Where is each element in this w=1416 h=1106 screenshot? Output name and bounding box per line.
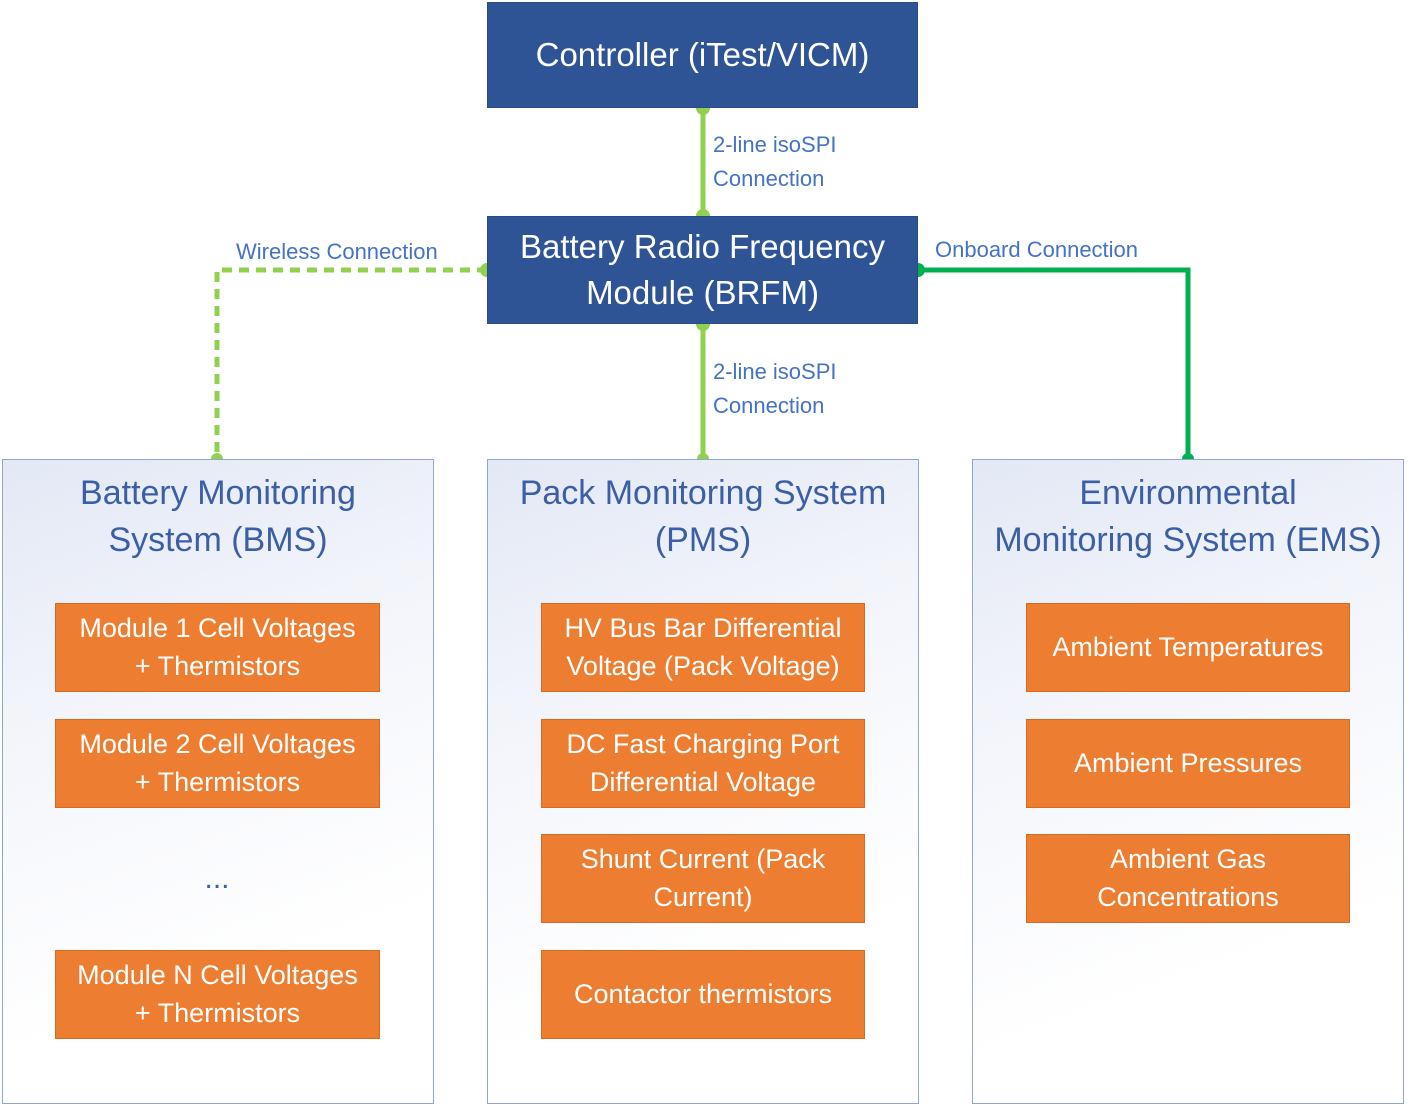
ems-item-ambient-temperatures: Ambient Temperatures xyxy=(1026,603,1350,692)
item-line1: DC Fast Charging Port xyxy=(566,729,840,760)
bms-item-module-n: Module N Cell Voltages + Thermistors xyxy=(55,950,380,1039)
item-line2: Current) xyxy=(653,881,753,912)
ems-title-line2: Monitoring System (EMS) xyxy=(994,520,1382,559)
item-line1: Module 2 Cell Voltages xyxy=(79,729,356,760)
ems-title: Environmental Monitoring System (EMS) xyxy=(973,470,1403,564)
brfm-pms-connection-label: 2-line isoSPI Connection xyxy=(713,355,837,423)
item-line1: HV Bus Bar Differential xyxy=(564,613,842,644)
wire-onboard-ems xyxy=(918,267,1191,459)
item-line2: Voltage (Pack Voltage) xyxy=(566,650,840,681)
item-line2: + Thermistors xyxy=(134,997,301,1028)
item-line1: Contactor thermistors xyxy=(573,978,833,1009)
pms-item-shunt-current: Shunt Current (Pack Current) xyxy=(541,834,865,923)
connection-label-line2: Connection xyxy=(713,393,825,419)
pms-title-line2: (PMS) xyxy=(654,520,752,559)
item-line2: Concentrations xyxy=(1097,881,1279,912)
pms-item-hv-bus-bar: HV Bus Bar Differential Voltage (Pack Vo… xyxy=(541,603,865,692)
connection-label-line2: Connection xyxy=(713,166,825,192)
brfm-label-line2: Module (BRFM) xyxy=(586,274,819,311)
controller-label: Controller (iTest/VICM) xyxy=(535,36,870,74)
item-line1: Ambient Gas xyxy=(1109,844,1267,875)
bms-title-line1: Battery Monitoring xyxy=(80,474,356,512)
ems-title-line1: Environmental xyxy=(1079,474,1297,512)
brfm-label-line1: Battery Radio Frequency xyxy=(519,228,885,266)
ems-item-ambient-gas: Ambient Gas Concentrations xyxy=(1026,834,1350,923)
bms-ellipsis: ... xyxy=(204,862,230,895)
connection-label-line1: 2-line isoSPI xyxy=(713,359,837,384)
item-line2: + Thermistors xyxy=(134,766,301,797)
item-line1: Module 1 Cell Voltages xyxy=(79,613,356,644)
connection-label-line1: 2-line isoSPI xyxy=(713,132,837,157)
item-line2: Differential Voltage xyxy=(589,766,817,797)
pms-item-dc-fast-charging: DC Fast Charging Port Differential Volta… xyxy=(541,719,865,808)
item-line2: + Thermistors xyxy=(134,650,301,681)
item-line1: Ambient Pressures xyxy=(1073,747,1303,778)
pms-title: Pack Monitoring System (PMS) xyxy=(488,470,918,564)
controller-node: Controller (iTest/VICM) xyxy=(487,2,918,108)
item-line1: Shunt Current (Pack xyxy=(580,844,826,875)
pms-item-contactor-thermistors: Contactor thermistors xyxy=(541,950,865,1039)
bms-item-module-1: Module 1 Cell Voltages + Thermistors xyxy=(55,603,380,692)
onboard-connection-label: Onboard Connection xyxy=(935,237,1139,262)
bms-title: Battery Monitoring System (BMS) xyxy=(3,470,433,564)
ems-item-ambient-pressures: Ambient Pressures xyxy=(1026,719,1350,808)
brfm-node: Battery Radio Frequency Module (BRFM) xyxy=(487,216,918,324)
item-line1: Module N Cell Voltages xyxy=(77,960,358,991)
wire-wireless-bms xyxy=(214,267,487,459)
bms-item-module-2: Module 2 Cell Voltages + Thermistors xyxy=(55,719,380,808)
wireless-connection-label: Wireless Connection xyxy=(236,239,438,264)
bms-title-line2: System (BMS) xyxy=(108,520,328,559)
controller-brfm-connection-label: 2-line isoSPI Connection xyxy=(713,128,837,196)
pms-title-line1: Pack Monitoring System xyxy=(519,474,887,512)
item-line1: Ambient Temperatures xyxy=(1052,631,1324,662)
